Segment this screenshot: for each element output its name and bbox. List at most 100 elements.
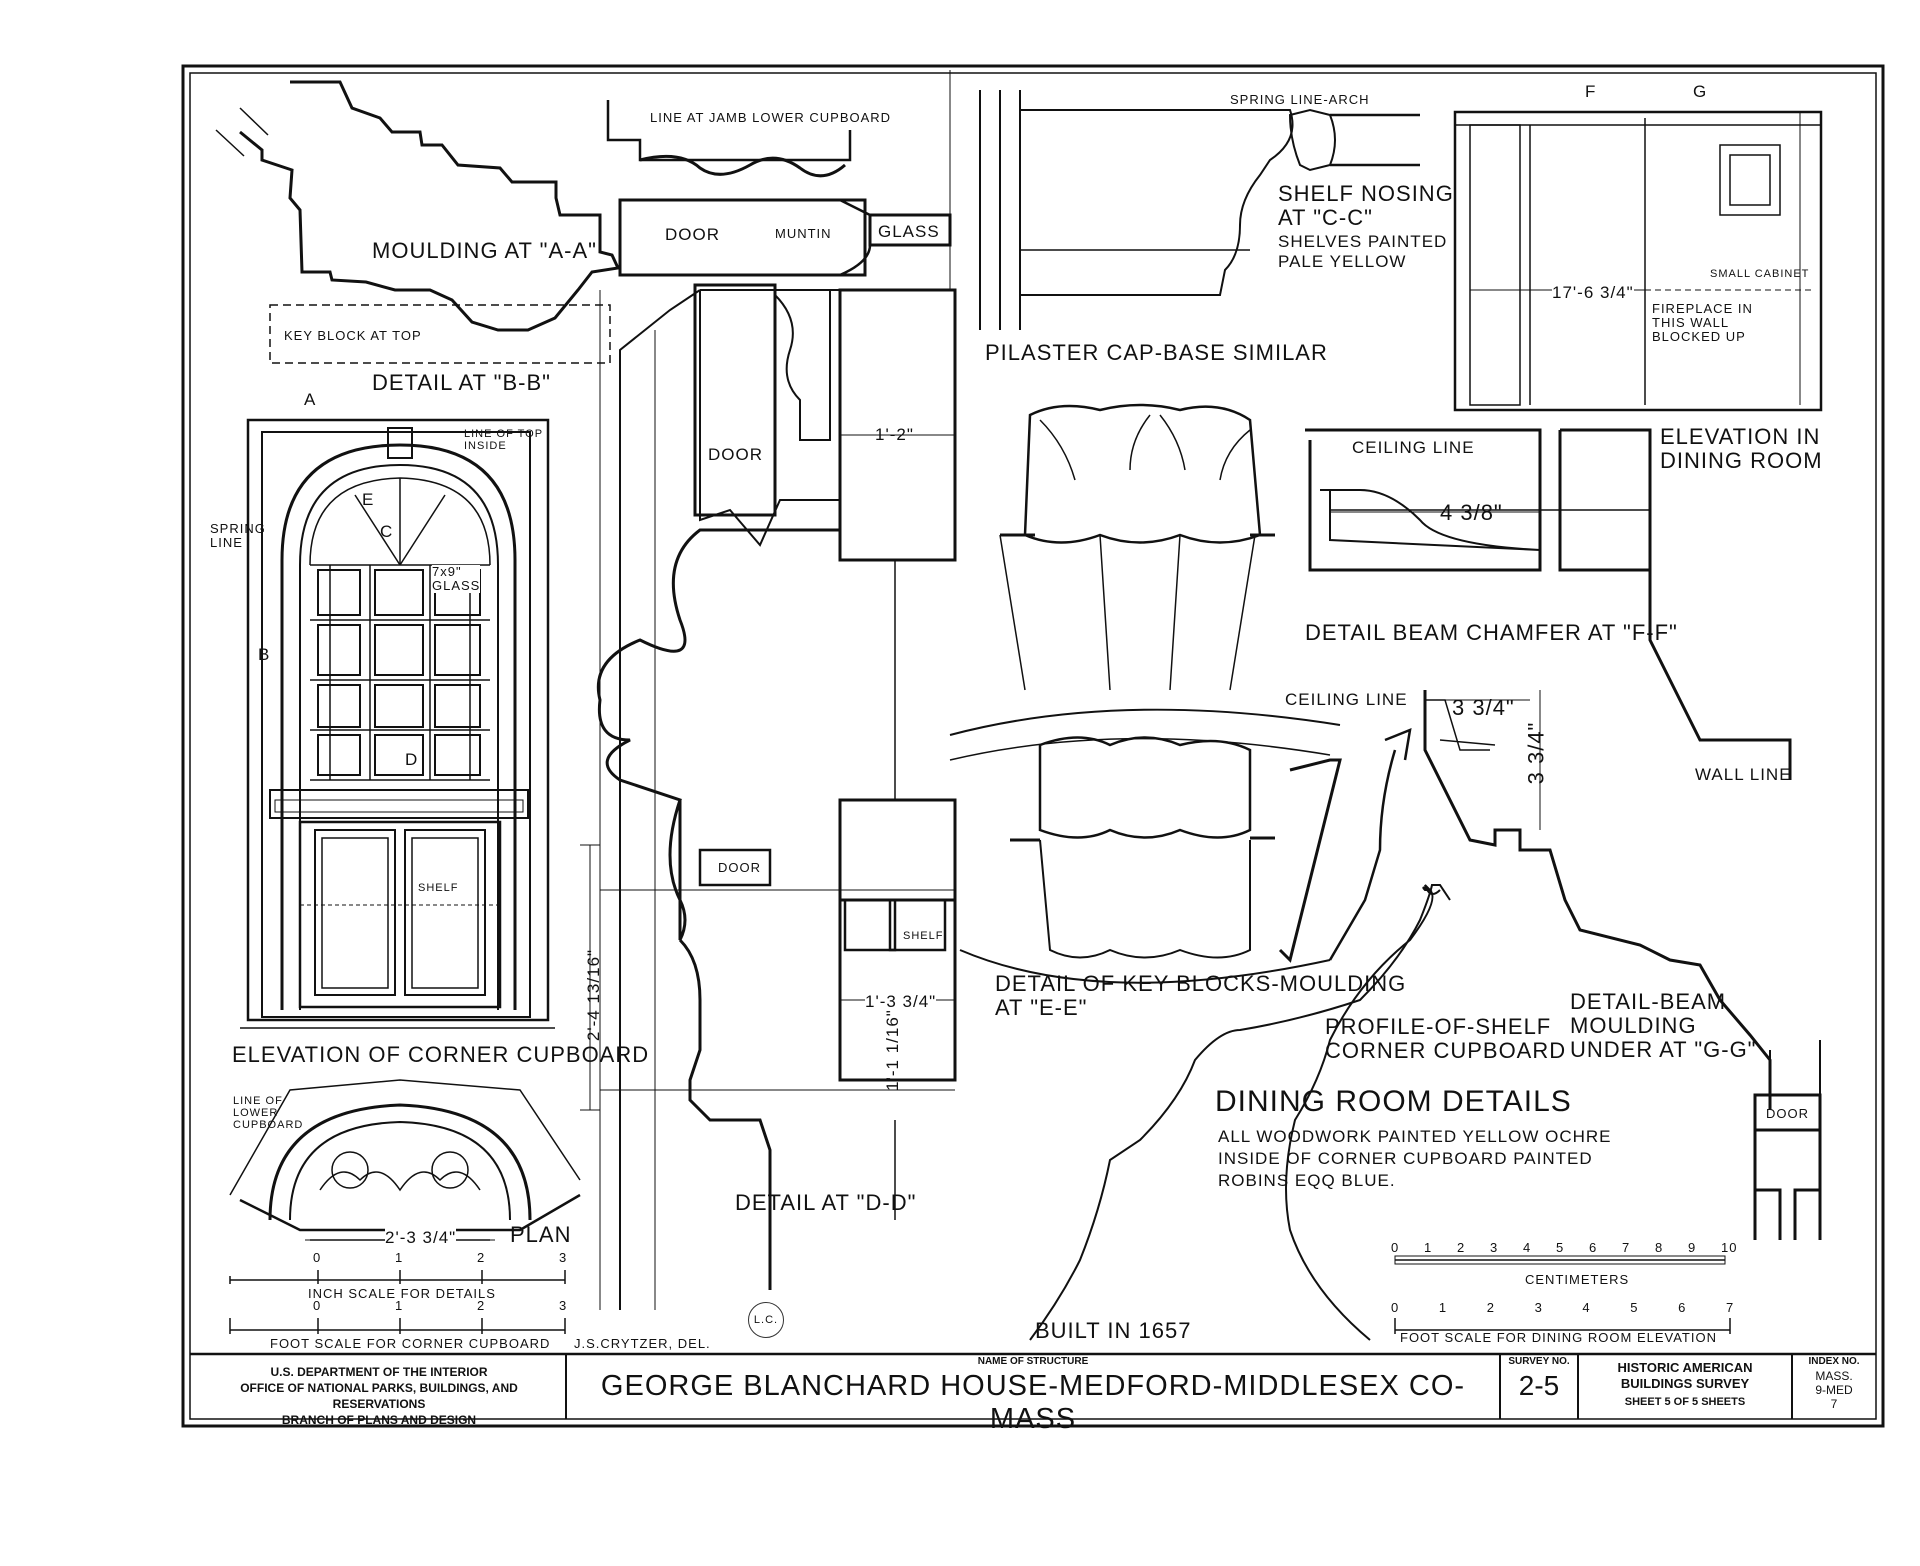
dining-elevation xyxy=(1453,110,1823,412)
glass-label: GLASS xyxy=(878,222,940,241)
dim-2-4-13-16: 2'-4 13/16" xyxy=(584,948,604,1042)
dim-17-6: 17'-6 3/4" xyxy=(1552,283,1634,303)
stamp-text: L.C. xyxy=(753,1314,779,1326)
beam-moulding-label: DETAIL-BEAM MOULDING UNDER AT "G-G" xyxy=(1570,989,1757,1062)
inch-tick-0: 0 xyxy=(313,1250,322,1265)
pilaster-cap xyxy=(979,90,1294,330)
corner-cupboard-elevation xyxy=(240,418,555,1029)
sheet-title: DINING ROOM DETAILS xyxy=(1215,1085,1572,1118)
cm-tick-3: 3 xyxy=(1490,1240,1499,1255)
ceiling-line-label-2: CEILING LINE xyxy=(1285,690,1408,709)
dr-tick-1: 1 xyxy=(1438,1300,1448,1315)
door-label-2: DOOR xyxy=(708,445,763,464)
dr-tick-0: 0 xyxy=(1391,1300,1400,1315)
chamfer-label: DETAIL BEAM CHAMFER AT "F-F" xyxy=(1305,620,1678,645)
line-jamb-label: LINE AT JAMB LOWER CUPBOARD xyxy=(650,110,892,125)
dim-1-3-3-4: 1'-3 3/4" xyxy=(865,992,937,1012)
moulding-aa-label: MOULDING AT "A-A" xyxy=(372,238,597,263)
cm-tick-0: 0 xyxy=(1391,1240,1400,1255)
beam-moulding-profile xyxy=(1423,690,1772,1110)
profile-shelf-label: PROFILE-OF-SHELF CORNER CUPBOARD xyxy=(1325,1014,1567,1063)
inch-scale-label: INCH SCALE FOR DETAILS xyxy=(308,1286,496,1301)
section-marker-a: A xyxy=(304,390,317,409)
section-marker-b: B xyxy=(258,645,271,664)
moulding-aa-profile xyxy=(239,80,621,332)
dim-3-3-4-vertical: 3 3/4" xyxy=(1523,721,1549,785)
dr-tick-5: 5 xyxy=(1630,1300,1639,1315)
beam-chamfer xyxy=(1305,428,1542,572)
key-block-2 xyxy=(1038,736,1252,839)
shelf-label: SHELF xyxy=(418,882,459,894)
sheet-notes: ALL WOODWORK PAINTED YELLOW OCHRE INSIDE… xyxy=(1218,1127,1612,1190)
door-label-1: DOOR xyxy=(665,225,720,244)
spring-line-label: SPRING LINE xyxy=(210,521,266,550)
foot-tick-3: 3 xyxy=(559,1298,568,1313)
foot-tick-2: 2 xyxy=(477,1298,486,1313)
detail-bb-label: DETAIL AT "B-B" xyxy=(372,370,551,395)
wall-line-label: WALL LINE xyxy=(1695,765,1792,784)
dim-2-3-3-4: 2'-3 3/4" xyxy=(385,1228,457,1248)
pilaster-label: PILASTER CAP-BASE SIMILAR xyxy=(985,340,1328,365)
survey-number: 2-5 xyxy=(1518,1370,1560,1401)
inch-tick-1: 1 xyxy=(395,1250,404,1265)
sheet-count: SHEET 5 OF 5 SHEETS xyxy=(1624,1396,1746,1408)
dr-tick-4: 4 xyxy=(1582,1300,1591,1315)
line-of-top-label: LINE OF TOP INSIDE xyxy=(464,428,544,452)
delineator: J.S.CRYTZER, DEL. xyxy=(574,1336,711,1351)
section-marker-f: F xyxy=(1585,82,1597,101)
agency-block: U.S. DEPARTMENT OF THE INTERIOR OFFICE O… xyxy=(240,1365,518,1427)
index-number: MASS. 9-MED 7 xyxy=(1815,1369,1853,1411)
centimeters-label: CENTIMETERS xyxy=(1525,1272,1630,1287)
index-caption: INDEX NO. xyxy=(1808,1356,1860,1367)
key-blocks-label: DETAIL OF KEY BLOCKS-MOULDING AT "E-E" xyxy=(995,971,1407,1020)
dr-tick-3: 3 xyxy=(1534,1300,1543,1315)
section-marker-g: G xyxy=(1693,82,1708,101)
ceiling-line-label-1: CEILING LINE xyxy=(1352,438,1475,457)
inner-border xyxy=(189,72,1877,1420)
door-label-3: DOOR xyxy=(718,860,761,875)
shelf-label-2: SHELF xyxy=(903,930,944,942)
foot-scale-cc-label: FOOT SCALE FOR CORNER CUPBOARD xyxy=(270,1336,551,1351)
cm-tick-4: 4 xyxy=(1523,1240,1532,1255)
inch-tick-3: 3 xyxy=(559,1250,568,1265)
dd-cruciform xyxy=(596,528,842,1290)
glass-7x9-label: 7x9" GLASS xyxy=(432,564,481,593)
shelf-profile xyxy=(1285,884,1441,1341)
shelves-painted-label: SHELVES PAINTED PALE YELLOW xyxy=(1278,232,1448,271)
door-label-4: DOOR xyxy=(1766,1106,1809,1121)
spring-line-arch-label: SPRING LINE-ARCH xyxy=(1230,92,1370,107)
key-block-label: KEY BLOCK AT TOP xyxy=(284,328,422,343)
dim-3-3-4-horizontal: 3 3/4" xyxy=(1452,695,1515,720)
scale-bars xyxy=(229,1255,1731,1334)
elevation-dining-label: ELEVATION IN DINING ROOM xyxy=(1660,424,1823,473)
inch-tick-2: 2 xyxy=(477,1250,486,1265)
dr-tick-7: 7 xyxy=(1726,1300,1735,1315)
habs-label: HISTORIC AMERICAN BUILDINGS SURVEY xyxy=(1617,1360,1753,1391)
built-label: BUILT IN 1657 xyxy=(1035,1318,1192,1343)
shelf-nosing-label: SHELF NOSING AT "C-C" xyxy=(1278,181,1454,230)
cm-tick-6: 6 xyxy=(1589,1240,1598,1255)
foot-scale-dr-label: FOOT SCALE FOR DINING ROOM ELEVATION xyxy=(1400,1330,1717,1345)
cm-tick-10: 10 xyxy=(1721,1240,1738,1255)
detail-dd-section xyxy=(619,289,841,1310)
cm-tick-2: 2 xyxy=(1457,1240,1466,1255)
plan-label: PLAN xyxy=(510,1222,572,1247)
dr-tick-6: 6 xyxy=(1678,1300,1687,1315)
structure-name: GEORGE BLANCHARD HOUSE-MEDFORD-MIDDLESEX… xyxy=(600,1370,1466,1435)
foot-tick-0: 0 xyxy=(313,1298,322,1313)
detail-dd-label: DETAIL AT "D-D" xyxy=(735,1190,917,1215)
section-marker-c: C xyxy=(380,522,394,541)
section-marker-d: D xyxy=(405,750,419,769)
cm-tick-9: 9 xyxy=(1688,1240,1697,1255)
cm-tick-7: 7 xyxy=(1622,1240,1631,1255)
cm-tick-5: 5 xyxy=(1556,1240,1565,1255)
survey-caption: SURVEY NO. xyxy=(1508,1356,1570,1367)
cm-tick-1: 1 xyxy=(1424,1240,1433,1255)
fireplace-label: FIREPLACE IN THIS WALL BLOCKED UP xyxy=(1652,301,1753,344)
dim-4-3-8: 4 3/8" xyxy=(1440,500,1503,525)
name-caption: NAME OF STRUCTURE xyxy=(977,1356,1089,1367)
dim-1-2: 1'-2" xyxy=(875,425,914,444)
small-cabinet-label: SMALL CABINET xyxy=(1710,268,1810,280)
